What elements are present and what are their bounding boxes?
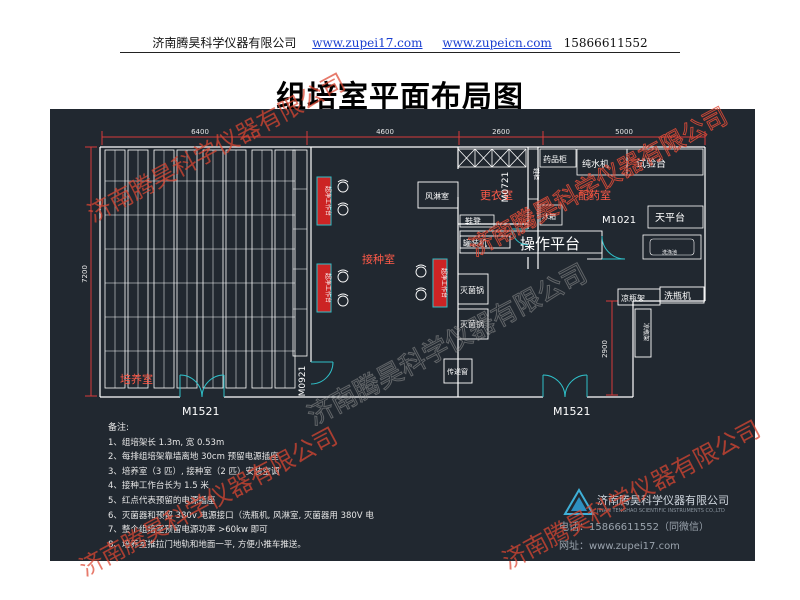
- pass-box: [443, 358, 473, 384]
- room-changing-label: 更衣室: [480, 188, 513, 202]
- bottling-label: 罐装机: [463, 238, 487, 248]
- logo-company-name: 济南腾昊科学仪器有限公司: [597, 494, 729, 507]
- shoe-rack: [527, 148, 539, 200]
- bottle-washer: [659, 286, 705, 304]
- note-item: 4、接种工作台长为 1.5 米: [108, 481, 209, 492]
- dim-top-3: 2600: [492, 128, 510, 136]
- rack-shelf-lines: [105, 150, 307, 388]
- door-m1521-left: M1521: [182, 405, 220, 418]
- chairs: [337, 179, 427, 307]
- bench: [459, 214, 495, 228]
- sink-label: 洗涤池: [662, 249, 677, 256]
- fridge: [539, 204, 563, 226]
- header-company: 济南腾昊科学仪器有限公司: [152, 36, 297, 50]
- dim-top-2: 4600: [376, 128, 394, 136]
- culture-racks: [104, 149, 308, 389]
- walls: [99, 146, 706, 398]
- autoclave-1-label: 灭菌锅: [460, 285, 484, 295]
- header-phone: 15866611552: [563, 36, 648, 50]
- clean-bench-1: [316, 176, 332, 226]
- clean-bench-2: [316, 263, 332, 313]
- medicine-cabinet-label: 药品柜: [543, 154, 567, 164]
- test-bench: [626, 148, 704, 176]
- note-item: 2、每排组培架靠墙离地 30cm 预留电源插座: [108, 452, 279, 463]
- floor-plan-drawing: 6400 4600 2600 5000 7200 2900: [81, 128, 706, 418]
- sink-basin: [649, 238, 695, 256]
- dimension-lines: [85, 131, 706, 397]
- air-shower-label: 风淋室: [425, 191, 449, 201]
- notes-block: 备注: 1、组培架长 1.3m, 宽 0.53m 2、每排组培架靠墙离地 30c…: [108, 421, 374, 552]
- page-header: 济南腾昊科学仪器有限公司 www.zupei17.com www.zupeicn…: [0, 34, 800, 51]
- note-item: 1、组培架长 1.3m, 宽 0.53m: [108, 437, 225, 448]
- autoclave-2-label: 灭菌锅: [460, 319, 484, 329]
- door-m0921: M0921: [298, 366, 308, 397]
- logo-phone: 电话：15866611552（同微信）: [559, 522, 709, 533]
- note-item: 7、整个组培室预留电源功率 >60kw 即可: [108, 525, 268, 536]
- company-logo-icon: [563, 488, 595, 515]
- dim-left: 7200: [81, 265, 89, 283]
- drying-rack-2: [634, 308, 652, 358]
- bench-label: 鞋凳: [465, 216, 481, 226]
- door-m1021: M1021: [602, 215, 636, 226]
- room-culture-label: 培养室: [120, 372, 153, 386]
- website-link-1[interactable]: www.zupei17.com: [312, 36, 423, 50]
- room-inoculation-label: 接种室: [362, 252, 395, 266]
- water-machine-label: 纯水机: [582, 158, 609, 170]
- header-divider: [120, 52, 680, 53]
- note-item: 3、培养室（3 匹）, 接种室（2 匹）安装空调: [108, 466, 280, 477]
- dim-top-1: 6400: [191, 128, 209, 136]
- shoe-rack-label: 鞋柜: [532, 168, 540, 180]
- logo-english-name: JINAN TENGHAO SCIENTIFIC INSTRUMENTS CO.…: [597, 508, 725, 514]
- operation-platform: [459, 230, 603, 260]
- website-link-2[interactable]: www.zupeicn.com: [442, 36, 552, 50]
- door-m0721: M0721: [501, 172, 511, 203]
- door-swings: [179, 228, 626, 398]
- floor-plan: 6400 4600 2600 5000 7200 2900: [50, 109, 755, 561]
- clean-bench-1-label: 超净工作台: [324, 186, 332, 216]
- dim-right: 2900: [601, 340, 609, 358]
- balance-table-label: 天平台: [655, 211, 685, 224]
- logo-website: 网址：www.zupei17.com: [559, 541, 680, 552]
- clean-bench-3-label: 超净工作台: [440, 268, 448, 298]
- notes-heading: 备注:: [108, 423, 130, 433]
- door-m1521-right: M1521: [553, 405, 591, 418]
- clean-bench-3: [432, 258, 448, 308]
- operation-platform-label: 操作平台: [520, 235, 580, 253]
- company-logo-block: 济南腾昊科学仪器有限公司 JINAN TENGHAO SCIENTIFIC IN…: [559, 486, 755, 561]
- shoe-cabinet: [457, 148, 527, 168]
- drying-rack-label: 凉瓶架: [621, 293, 645, 303]
- autoclave-2: [457, 308, 489, 340]
- medicine-cabinet: [539, 148, 577, 168]
- drying-rack-2-label: 凉瓶架: [642, 323, 650, 341]
- bottle-washer-label: 洗瓶机: [664, 290, 691, 302]
- dim-top-4: 5000: [615, 128, 633, 136]
- balance-table: [647, 205, 704, 229]
- fridge-label: 冰箱: [542, 212, 556, 221]
- test-bench-label: 试验台: [636, 157, 666, 170]
- pass-box-label: 传递窗: [447, 367, 468, 376]
- clean-bench-2-label: 超净工作台: [324, 273, 332, 303]
- note-item: 5、红点代表预留的电源插座: [108, 495, 216, 506]
- autoclave-1: [457, 273, 489, 305]
- sink: [642, 234, 702, 260]
- note-item: 6、灭菌器和预留 380v 电源接口（洗瓶机, 风淋室, 灭菌器用 380V 电: [108, 510, 374, 521]
- air-shower: [417, 181, 459, 209]
- room-dispensing-label: 配药室: [578, 188, 611, 202]
- note-item: 8、培养室推拉门地轨和地面一平, 方便小推车推送。: [108, 539, 306, 550]
